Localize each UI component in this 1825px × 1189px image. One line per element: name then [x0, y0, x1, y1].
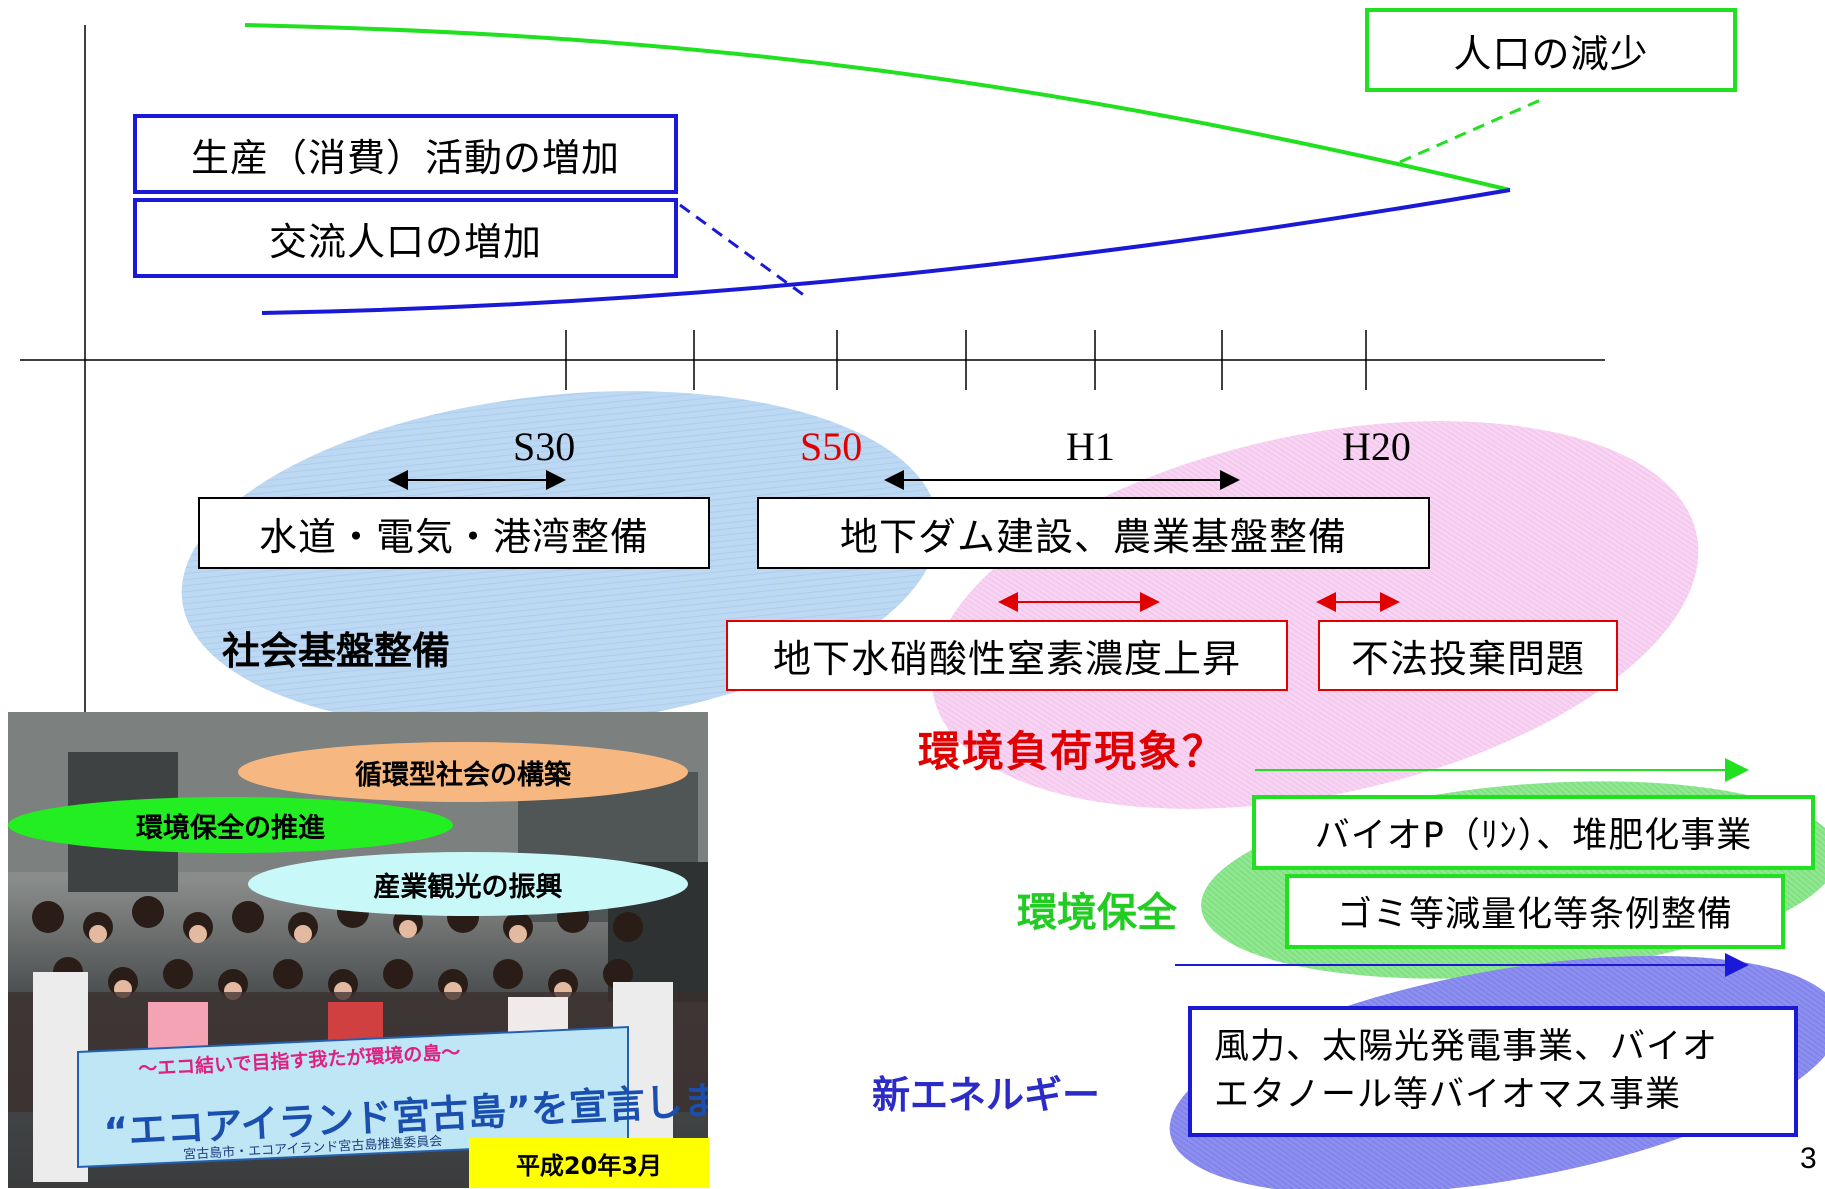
waste-reduction-label: ゴミ等減量化等条例整備 [1336, 895, 1733, 935]
new-energy-label: 新エネルギー [872, 1073, 1101, 1117]
waste-reduction-box: ゴミ等減量化等条例整備 [1285, 874, 1785, 949]
eco-island-photo: 〜エコ結いで目指す我たが環境の島〜 “エコアイランド宮古島”を宣言します 宮古島… [8, 712, 708, 1188]
population-decrease-label: 人口の減少 [1453, 31, 1649, 76]
infrastructure-label: 社会基盤整備 [222, 629, 451, 673]
production-increase-box: 生産（消費）活動の増加 [133, 114, 678, 194]
tick-label-s50: S50 [800, 424, 863, 469]
photo-date-label: 平成20年3月 [469, 1138, 709, 1188]
tick-label-h20: H20 [1342, 424, 1411, 469]
environment-load-label: 環境負荷現象？ [918, 727, 1227, 776]
nitrate-label: 地下水硝酸性窒素濃度上昇 [772, 637, 1241, 681]
bio-phosphorus-label: バイオP（ﾘﾝ）、堆肥化事業 [1314, 816, 1753, 856]
population-decrease-box: 人口の減少 [1365, 8, 1737, 92]
infra-utilities-label: 水道・電気・港湾整備 [258, 514, 649, 559]
bubble-environment-label: 環境保全の推進 [136, 812, 325, 844]
bio-phosphorus-box: バイオP（ﾘﾝ）、堆肥化事業 [1252, 795, 1815, 870]
page-number: 3 [1800, 1142, 1817, 1175]
new-energy-line2: エタノール等バイオマス事業 [1214, 1074, 1681, 1115]
population-curve [244, 23, 1511, 192]
illegal-dumping-label: 不法投棄問題 [1350, 637, 1585, 681]
bubble-environment-conservation: 環境保全の推進 [8, 797, 453, 853]
tick-label-h1: H1 [1066, 424, 1115, 469]
visitor-increase-box: 交流人口の増加 [133, 198, 678, 278]
nitrate-box: 地下水硝酸性窒素濃度上昇 [726, 620, 1288, 691]
activity-curve [261, 188, 1511, 315]
infra-box-utilities: 水道・電気・港湾整備 [198, 497, 710, 569]
bubble-tourism-label: 産業観光の振興 [373, 871, 563, 903]
bubble-recycling-society: 循環型社会の構築 [238, 742, 688, 802]
visitor-increase-label: 交流人口の増加 [268, 219, 542, 264]
production-increase-label: 生産（消費）活動の増加 [190, 135, 620, 180]
bubble-industrial-tourism: 産業観光の振興 [248, 852, 688, 916]
infra-dam-label: 地下ダム建設、農業基盤整備 [839, 514, 1347, 559]
illegal-dumping-box: 不法投棄問題 [1318, 620, 1618, 691]
bubble-recycling-label: 循環型社会の構築 [355, 759, 571, 791]
new-energy-box: 風力、太陽光発電事業、バイオ エタノール等バイオマス事業 [1188, 1006, 1798, 1137]
tick-label-s30: S30 [513, 424, 576, 469]
environment-conservation-label: 環境保全 [1017, 890, 1177, 936]
infra-box-dam: 地下ダム建設、農業基盤整備 [757, 497, 1430, 569]
new-energy-line1: 風力、太陽光発電事業、バイオ [1214, 1027, 1719, 1068]
